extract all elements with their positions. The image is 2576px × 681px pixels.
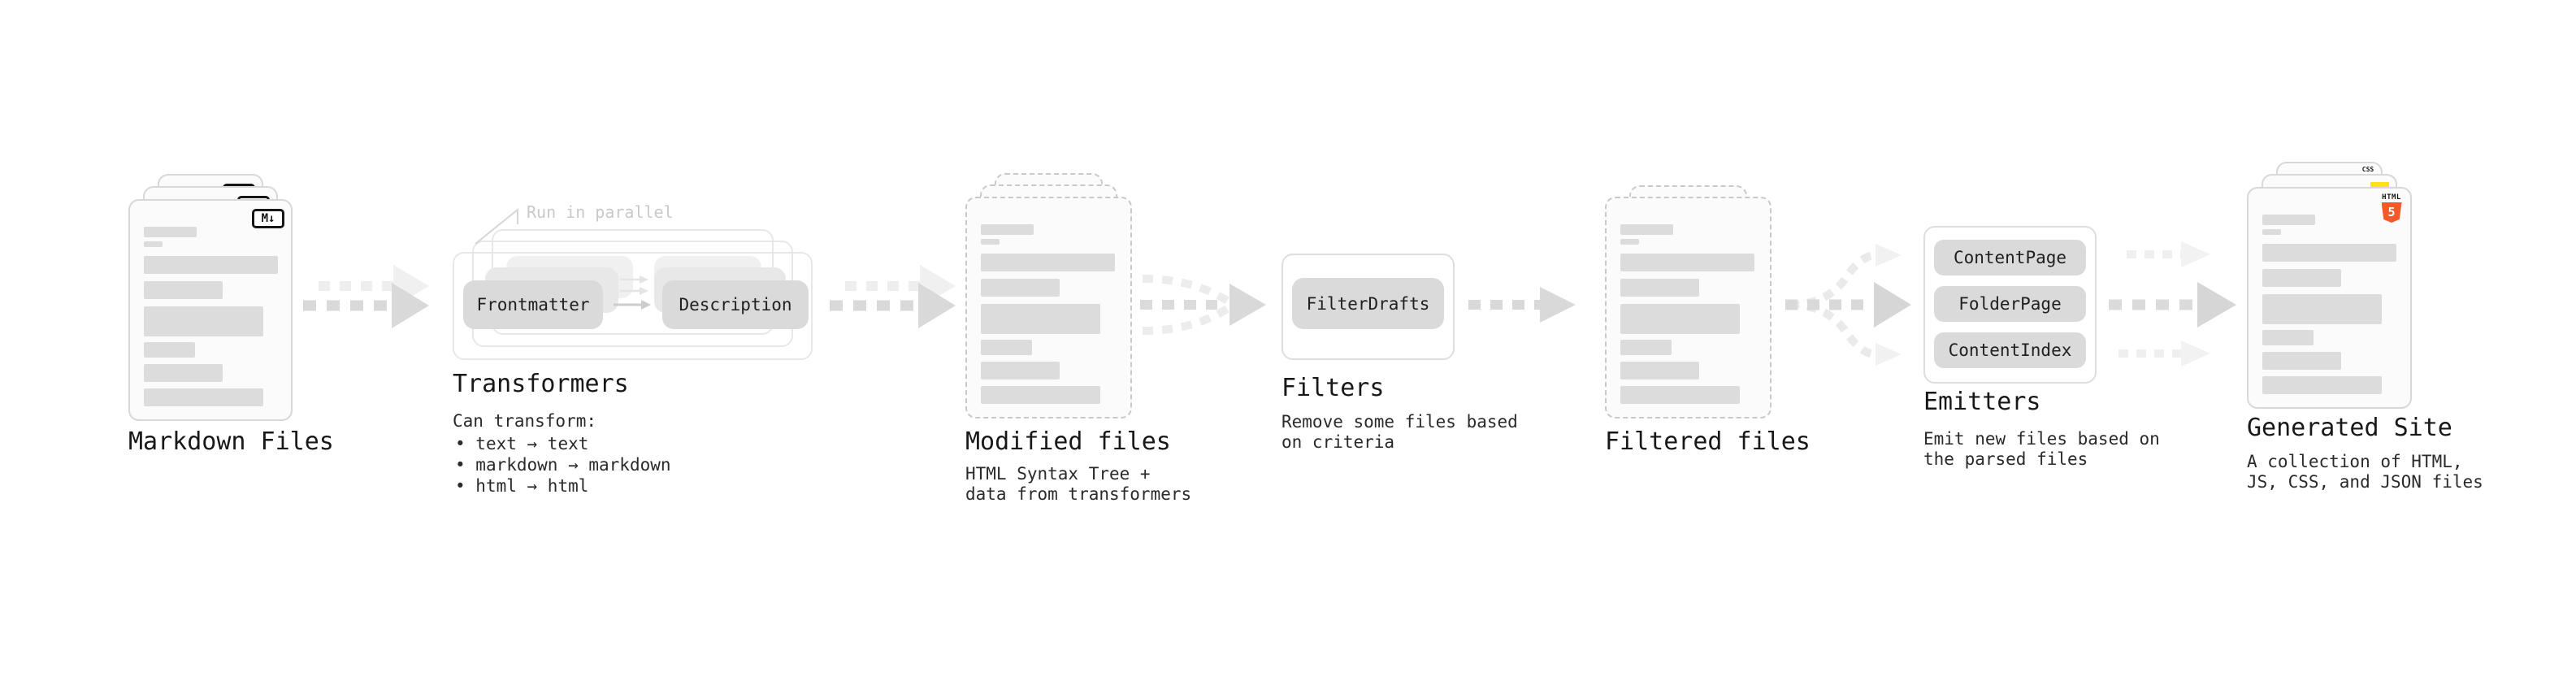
text-line-bar (1620, 279, 1699, 297)
stage-modified-files (965, 173, 1132, 419)
transformers-caption-heading: Can transform: (453, 411, 597, 431)
transformers-title: Transformers (453, 370, 629, 398)
css-icon-label: CSS (2361, 166, 2374, 173)
run-in-parallel-annotation: Run in parallel (527, 202, 674, 222)
filters-title: Filters (1281, 374, 1385, 402)
generated-site-caption: A collection of HTML, JS, CSS, and JSON … (2247, 452, 2483, 492)
text-line-bar (2262, 269, 2341, 287)
text-line-bar (2262, 215, 2315, 225)
html5-icon-shield: 5 (2381, 202, 2402, 223)
transformer-frame-front (453, 252, 813, 360)
folderpage-chip: FolderPage (1934, 286, 2086, 322)
text-line-bar (981, 304, 1100, 334)
markdown-file-card-front: M↓ (128, 199, 293, 421)
text-line-bar (1620, 239, 1639, 245)
text-line-bar (144, 388, 263, 406)
emitters-caption: Emit new files based on the parsed files (1923, 429, 2160, 469)
stage-generated-site: CSS HTML 5 (2247, 162, 2412, 409)
text-line-bar (1620, 362, 1699, 380)
filterdrafts-chip: FilterDrafts (1292, 278, 1444, 329)
text-line-bar (981, 224, 1034, 235)
contentpage-chip-label: ContentPage (1953, 248, 2067, 267)
text-line-bar (2262, 330, 2314, 345)
text-line-bar (981, 239, 1000, 245)
arrow-transformers-to-modified (830, 265, 956, 328)
text-line-bar (981, 386, 1100, 404)
markdown-files-label: Markdown Files (128, 427, 334, 456)
modified-files-caption: HTML Syntax Tree + data from transformer… (965, 464, 1192, 504)
document-text-placeholder (1620, 224, 1754, 404)
text-line-bar (144, 364, 223, 382)
generated-site-label: Generated Site (2247, 414, 2452, 442)
description-chip: Description (662, 280, 809, 329)
folderpage-chip-label: FolderPage (1958, 294, 2062, 314)
text-line-bar (144, 241, 163, 247)
filterdrafts-chip-label: FilterDrafts (1306, 293, 1430, 314)
stage-filtered-files (1605, 185, 1772, 419)
text-line-bar (144, 342, 195, 358)
text-line-bar (144, 306, 263, 336)
document-text-placeholder (144, 227, 278, 406)
text-line-bar (981, 340, 1032, 355)
frontmatter-chip-label: Frontmatter (476, 295, 590, 314)
modified-file-card-front (965, 197, 1132, 419)
text-line-bar (2262, 229, 2281, 235)
document-text-placeholder (2262, 215, 2396, 394)
filtered-file-card-front (1605, 197, 1772, 419)
html5-icon-label: HTML (2382, 193, 2401, 202)
arrow-emitters-to-generated (2109, 241, 2236, 367)
description-chip-label: Description (679, 295, 792, 314)
bullet-item: html → html (455, 475, 671, 497)
frontmatter-chip: Frontmatter (463, 280, 603, 329)
arrow-modified-to-filters (1140, 275, 1266, 335)
document-text-placeholder (981, 224, 1115, 404)
text-line-bar (981, 254, 1115, 271)
text-line-bar (2262, 376, 2382, 394)
arrow-filters-to-filtered (1468, 287, 1576, 323)
bullet-item: markdown → markdown (455, 454, 670, 475)
markdown-icon: M↓ (252, 209, 284, 228)
filtered-files-label: Filtered files (1605, 427, 1811, 456)
html5-icon: HTML 5 (2381, 194, 2402, 223)
bullet-item: text → text (455, 433, 671, 454)
text-line-bar (981, 279, 1060, 297)
text-line-bar (2262, 352, 2341, 370)
frontmatter-to-description-arrows (614, 275, 651, 310)
contentindex-chip-label: ContentIndex (1948, 340, 2072, 360)
text-line-bar (144, 281, 223, 299)
text-line-bar (1620, 386, 1740, 404)
text-line-bar (1620, 304, 1740, 334)
modified-files-label: Modified files (965, 427, 1171, 456)
transformers-bullet-list: text → text markdown → markdown html → h… (453, 433, 671, 497)
text-line-bar (144, 227, 197, 237)
text-line-bar (981, 362, 1060, 380)
contentpage-chip: ContentPage (1934, 240, 2086, 275)
arrow-filtered-to-emitters (1785, 244, 1911, 366)
filters-caption: Remove some files based on criteria (1281, 412, 1518, 452)
text-line-bar (1620, 224, 1673, 235)
text-line-bar (2262, 294, 2382, 324)
run-in-parallel-leader-line (475, 207, 518, 245)
text-line-bar (1620, 254, 1754, 271)
text-line-bar (144, 256, 278, 274)
generated-file-card-html: HTML 5 (2247, 187, 2412, 409)
text-line-bar (2262, 244, 2396, 262)
stage-markdown-files: M↓ M↓ M↓ (128, 174, 293, 421)
arrow-markdown-to-transformers (303, 265, 429, 328)
emitters-title: Emitters (1923, 388, 2041, 416)
contentindex-chip: ContentIndex (1934, 332, 2086, 368)
text-line-bar (1620, 340, 1672, 355)
